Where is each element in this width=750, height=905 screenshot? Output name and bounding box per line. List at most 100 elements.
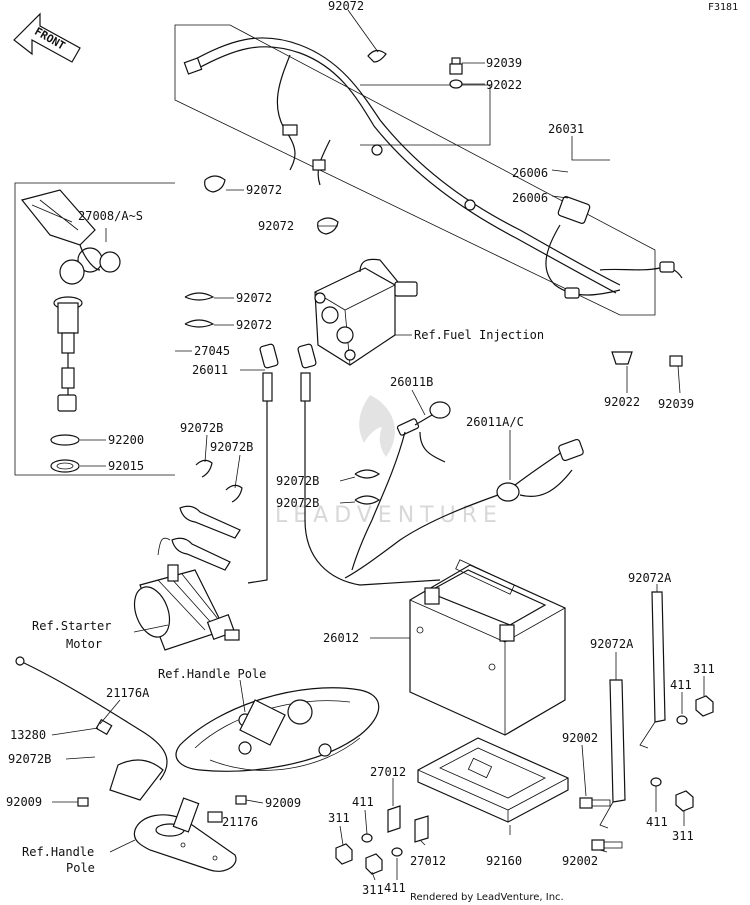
callout: 92002 <box>562 731 598 745</box>
callout: 411 <box>352 795 374 809</box>
callout: 92200 <box>108 433 144 447</box>
callout: 311 <box>693 662 715 676</box>
callout: 92072 <box>236 318 272 332</box>
strap-92072a-1 <box>639 591 666 749</box>
battery-tray-92160 <box>417 737 569 823</box>
screw-92009-b <box>235 795 247 805</box>
clamp-92072-b <box>204 175 226 193</box>
bolt-92039-top <box>449 57 463 75</box>
bracket-27012-a <box>387 805 401 833</box>
callout: 92072A <box>628 571 672 585</box>
washer-411-c <box>391 847 403 857</box>
callout: 92015 <box>108 459 144 473</box>
strap-92072a-2 <box>599 679 626 829</box>
nut-311-c <box>365 853 383 875</box>
callout: 92072 <box>246 183 282 197</box>
callout: 411 <box>670 678 692 692</box>
cable-26011b <box>351 401 451 571</box>
callout-ref: Ref.Handle <box>22 845 94 859</box>
key-fob-27008 <box>20 189 96 246</box>
washer-92022-r <box>611 351 633 365</box>
screw-92009-a <box>77 797 89 807</box>
bolt-92002-a <box>579 797 593 809</box>
callout: 26011B <box>390 375 433 389</box>
cable-26011 <box>247 343 441 586</box>
callout: 92072B <box>180 421 223 435</box>
clamp-92072b-1 <box>195 459 213 478</box>
cable-26011ac <box>344 438 584 579</box>
nut-311-d <box>675 790 694 812</box>
washer-92200 <box>50 434 80 446</box>
callout-ref: Pole <box>66 861 95 875</box>
nut-92015 <box>50 459 80 473</box>
handle-pole-mount <box>175 687 380 772</box>
callout: 26006 <box>512 166 548 180</box>
callout: 92072B <box>8 752 51 766</box>
callout: 27012 <box>370 765 406 779</box>
callout: 411 <box>646 815 668 829</box>
callout: 92039 <box>658 397 694 411</box>
clamp-92072-top <box>367 49 387 63</box>
fuel-injection-block <box>314 258 418 366</box>
callout: 92022 <box>486 78 522 92</box>
callout: 92022 <box>604 395 640 409</box>
nut-311-a <box>695 695 714 717</box>
callout: 92072A <box>590 637 634 651</box>
callout: 26011A/C <box>466 415 524 429</box>
callout-ref: Ref.Handle Pole <box>158 667 266 681</box>
callout: 411 <box>384 881 406 895</box>
leader-lines <box>51 9 705 881</box>
bolt-92002-b <box>591 839 605 851</box>
nut-311-b <box>335 843 353 865</box>
callout: 21176 <box>222 815 258 829</box>
washer-411-a <box>676 715 688 725</box>
callout: 92072B <box>210 440 253 454</box>
callout-ref: Ref.Starter <box>32 619 111 633</box>
watermark-text: LEADVENTURE <box>275 503 503 528</box>
callout: 92160 <box>486 854 522 868</box>
footer-credit: Rendered by LeadVenture, Inc. <box>410 892 564 903</box>
callout: 27008/A~S <box>78 209 143 223</box>
watermark: LEADVENTURE <box>275 395 503 528</box>
callout: 311 <box>672 829 694 843</box>
callout-ref: Motor <box>66 637 102 651</box>
battery-26012 <box>409 559 566 736</box>
main-harness <box>174 24 683 316</box>
callout: 92039 <box>486 56 522 70</box>
washer-411-d <box>650 777 662 787</box>
callout: 13280 <box>10 728 46 742</box>
starter-motor <box>133 505 241 651</box>
callout: 21176A <box>106 686 150 700</box>
callout: 92002 <box>562 854 598 868</box>
clamp-92072-e <box>184 319 215 328</box>
callout: 92072 <box>258 219 294 233</box>
clamp-92072-d <box>184 292 215 301</box>
cover-92009 <box>109 759 164 801</box>
callout: 27045 <box>194 344 230 358</box>
callout: 26031 <box>548 122 584 136</box>
callout: 311 <box>328 811 350 825</box>
callout: 26012 <box>323 631 359 645</box>
callout: 26011 <box>192 363 228 377</box>
sticker-13280 <box>95 718 113 736</box>
bolt-92039-r <box>669 355 683 367</box>
sensor-21176 <box>207 811 223 823</box>
hardware-right <box>579 351 714 851</box>
callout: 92072B <box>276 474 319 488</box>
callout: 92009 <box>265 796 301 810</box>
hardware-bottom <box>335 805 429 875</box>
washer-92022-top <box>449 79 463 89</box>
callout: 92072B <box>276 496 319 510</box>
callout: 92072 <box>236 291 272 305</box>
key-switch-group <box>14 182 175 476</box>
handle-pole-lower <box>133 795 247 872</box>
clamp-92072b-3 <box>354 469 381 479</box>
clamp-92072-c <box>317 217 339 235</box>
callout: 27012 <box>410 854 446 868</box>
figure-code: F3181 <box>708 2 738 13</box>
callout: 92072 <box>328 0 364 13</box>
callout-labels: 92072 92039 92022 26031 26006 26006 9207… <box>6 0 715 897</box>
callout-ref: Ref.Fuel Injection <box>414 328 544 342</box>
callout: 92009 <box>6 795 42 809</box>
